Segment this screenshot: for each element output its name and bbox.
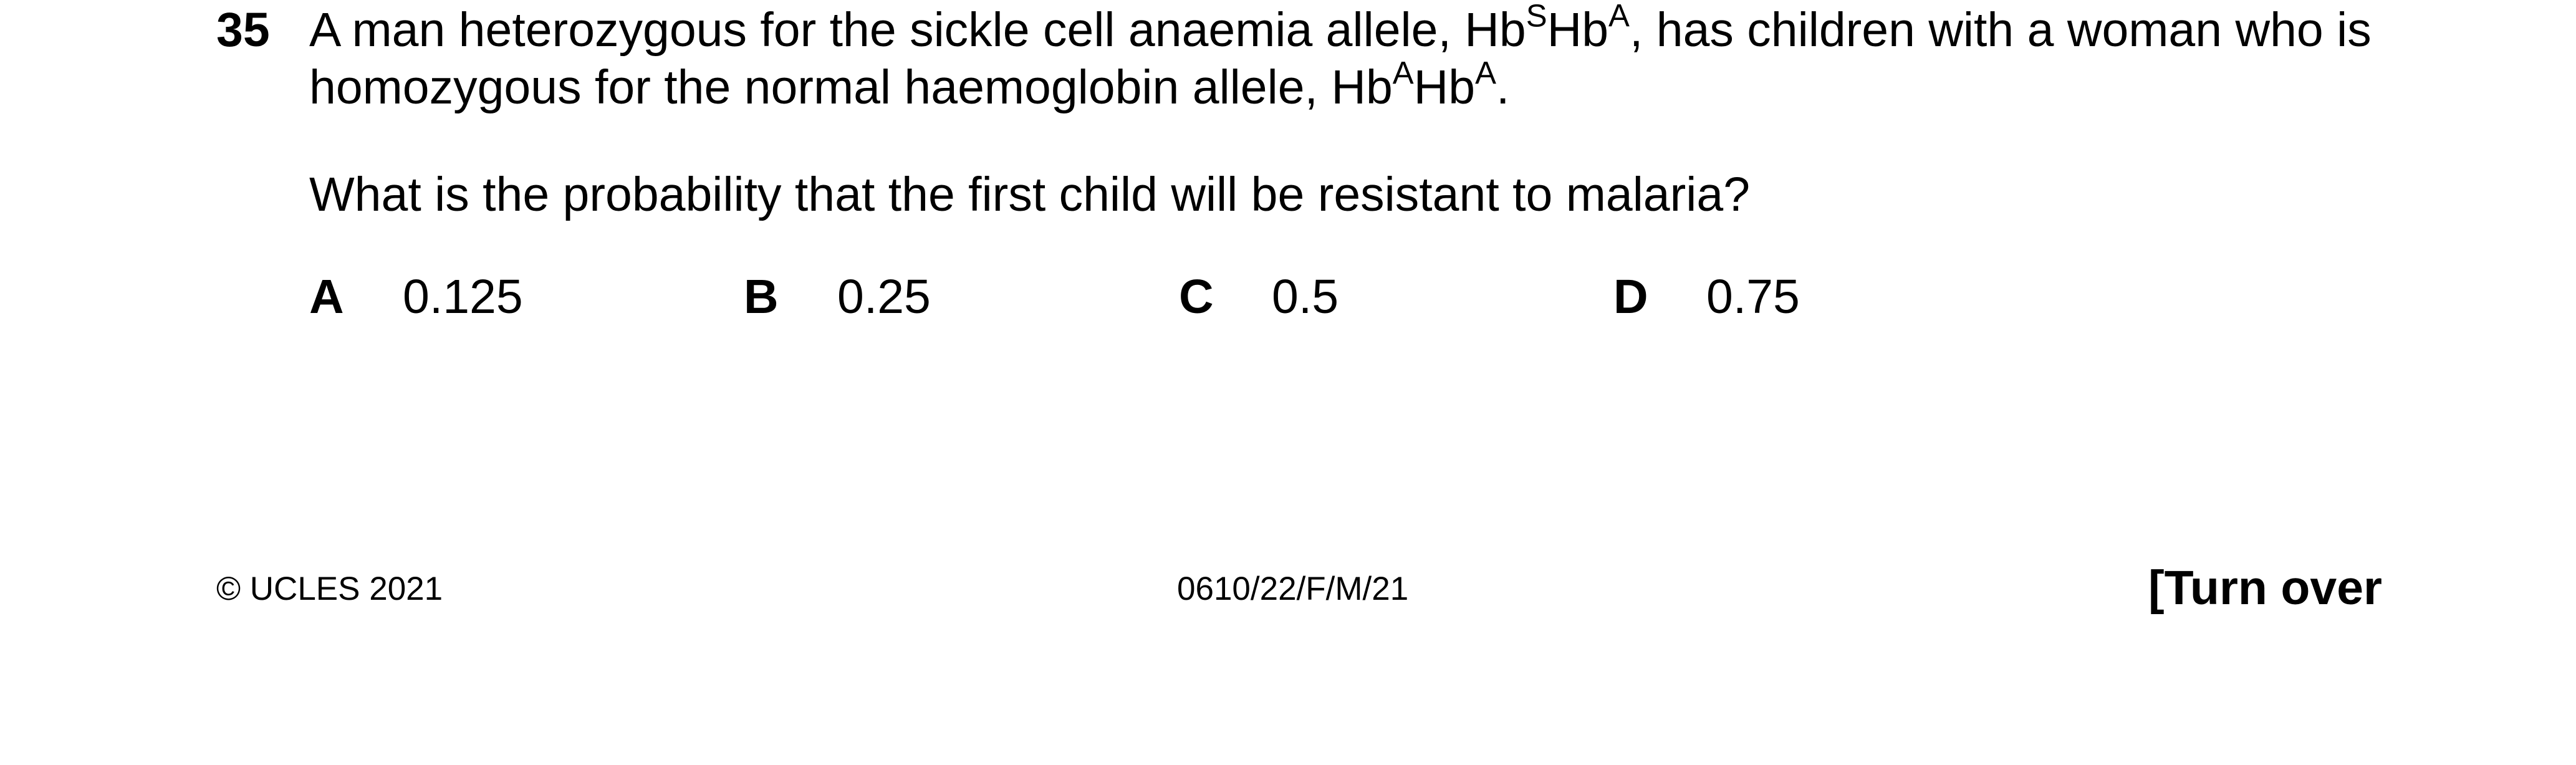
stem-text: . — [1496, 60, 1510, 115]
option-b-value: 0.25 — [837, 270, 931, 324]
question-number: 35 — [216, 3, 270, 57]
option-a-value: 0.125 — [403, 270, 523, 324]
option-b-letter: B — [744, 270, 779, 324]
stem-text: , has children with a woman who is — [1629, 3, 2372, 57]
stem-text: A man heterozygous for the sickle cell a… — [309, 3, 1526, 57]
option-c-value: 0.5 — [1272, 270, 1339, 324]
stem-line-1: A man heterozygous for the sickle cell a… — [309, 0, 2454, 59]
stem-line-2: homozygous for the normal haemoglobin al… — [309, 57, 2454, 116]
stem-text: Hb — [1547, 3, 1609, 57]
allele-superscript: S — [1526, 0, 1547, 34]
allele-superscript: A — [1392, 55, 1414, 91]
copyright-notice: © UCLES 2021 — [216, 570, 443, 607]
allele-superscript: A — [1475, 55, 1497, 91]
option-c-letter: C — [1179, 270, 1214, 324]
option-a-letter: A — [309, 270, 344, 324]
option-d-letter: D — [1613, 270, 1648, 324]
allele-superscript: A — [1608, 0, 1630, 34]
option-d-value: 0.75 — [1706, 270, 1800, 324]
turn-over-label: [Turn over — [2148, 561, 2382, 615]
question-stem: A man heterozygous for the sickle cell a… — [309, 0, 2454, 117]
stem-text: Hb — [1413, 60, 1476, 115]
question-prompt: What is the probability that the first c… — [309, 168, 1751, 221]
paper-code: 0610/22/F/M/21 — [1177, 570, 1409, 607]
stem-text: homozygous for the normal haemoglobin al… — [309, 60, 1393, 115]
